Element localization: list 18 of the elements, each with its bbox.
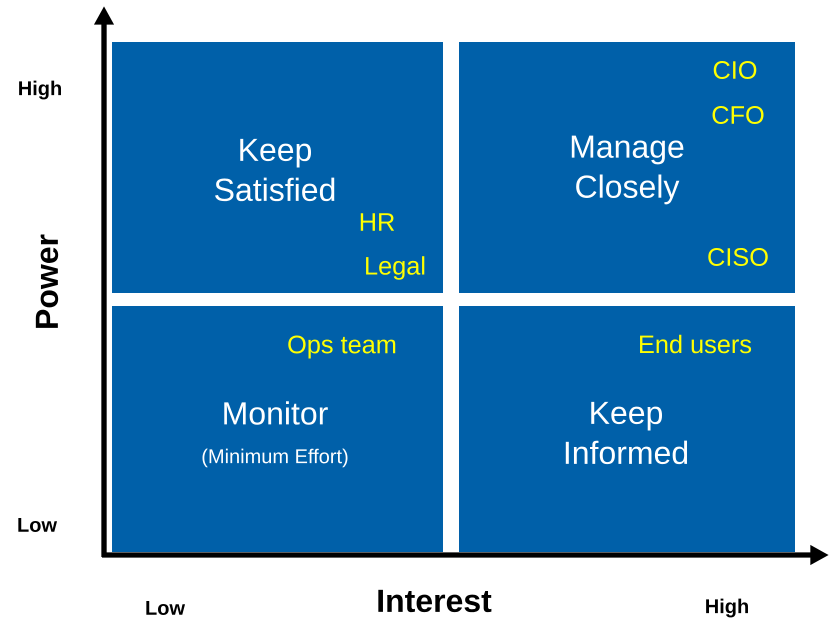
quadrant-title: Monitor <box>224 401 328 425</box>
stakeholder-label: End users <box>640 334 752 354</box>
stakeholder-label: Ops team <box>288 336 396 358</box>
quadrant-subtitle: (Minimum Effort) <box>202 448 348 468</box>
quadrant-title: Keep Informed <box>566 402 688 464</box>
stakeholder-label: CISO <box>708 248 768 266</box>
quadrant-title: Keep Satisfied <box>215 138 334 202</box>
stakeholder-label: Legal <box>366 256 424 280</box>
axis-title: Power <box>36 234 58 328</box>
stakeholder-label: HR <box>360 213 394 231</box>
axis-level-label: Low <box>146 601 186 615</box>
stakeholder-label: CIO <box>714 61 756 79</box>
axis-level-label: Low <box>18 518 58 532</box>
stakeholder-label: CFO <box>712 106 764 124</box>
axis-title: Interest <box>378 590 492 612</box>
axis-level-label: High <box>19 80 61 100</box>
axis-level-label: High <box>706 598 748 618</box>
quadrant-title: Manage Closely <box>572 136 684 204</box>
